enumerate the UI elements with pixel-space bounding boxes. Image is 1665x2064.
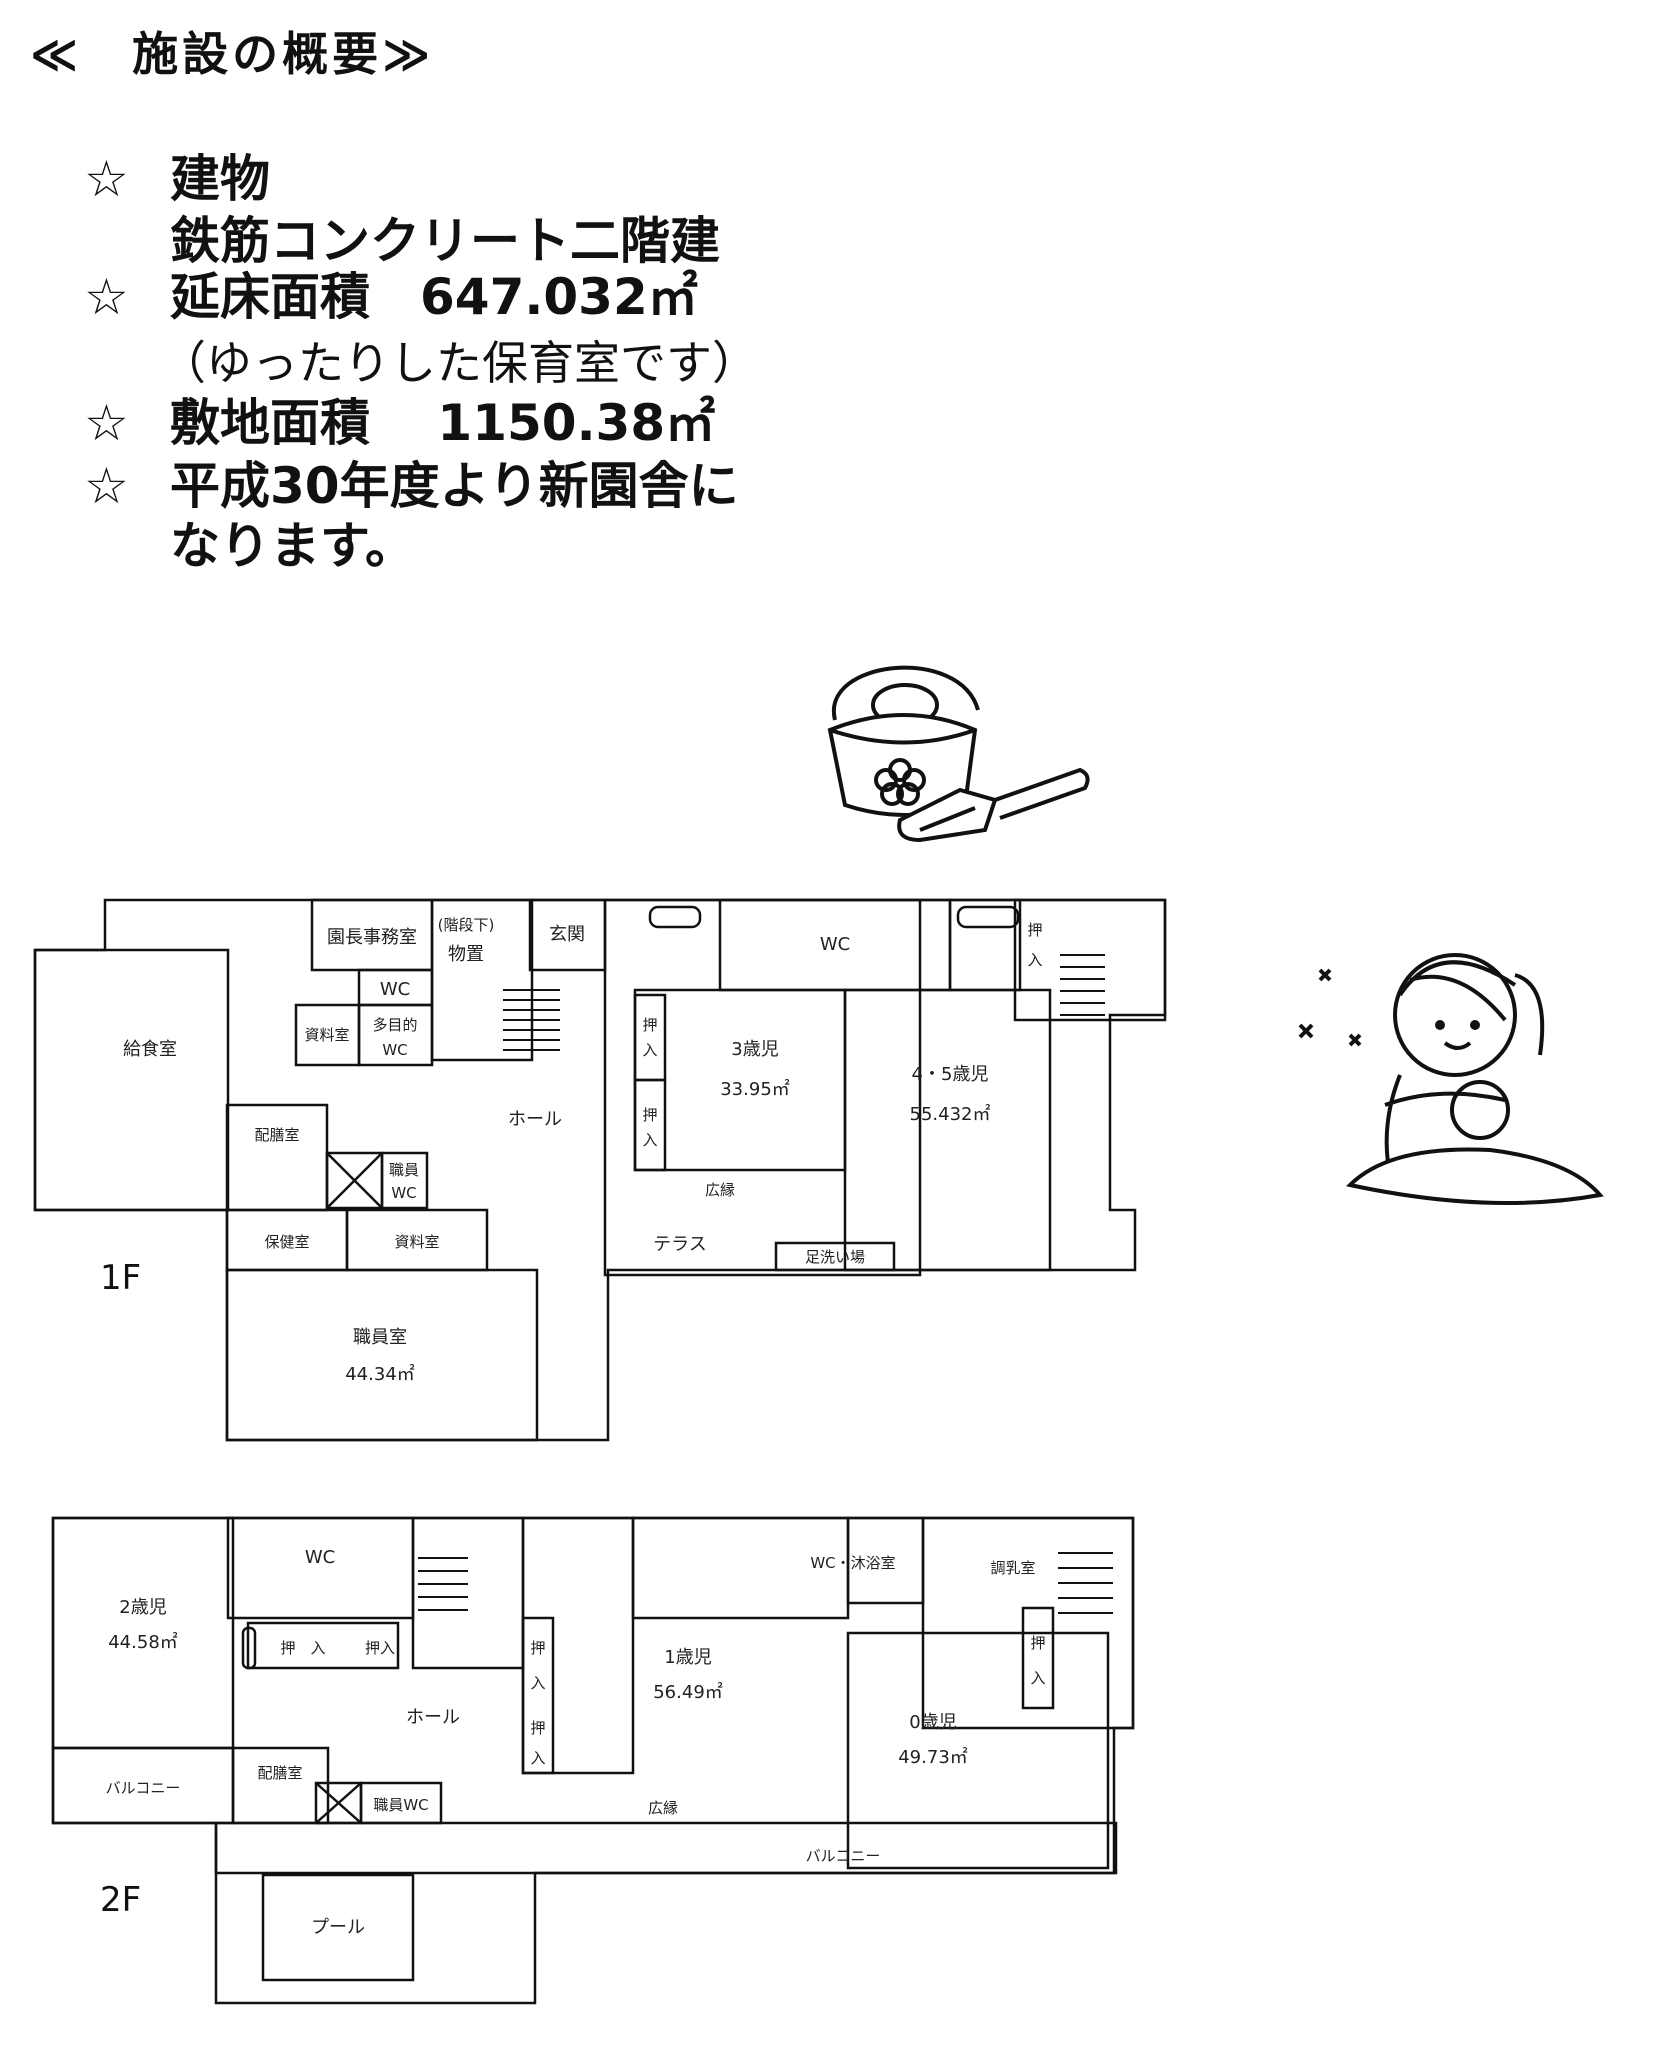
room-office: 園長事務室 bbox=[327, 927, 417, 948]
room-oshi: 押 bbox=[1027, 921, 1042, 939]
room-iri: 入 bbox=[1030, 1669, 1045, 1687]
room-hall: ホール bbox=[508, 1109, 562, 1130]
room-materials: 資料室 bbox=[304, 1026, 349, 1044]
building-label: 建物 bbox=[170, 150, 270, 208]
room-oshi-iri: 押 入 bbox=[280, 1639, 325, 1657]
room-age0-area: 49.73㎡ bbox=[898, 1746, 968, 1768]
room-wc-bath: WC・沐浴室 bbox=[810, 1554, 895, 1572]
room-wc-small: WC bbox=[380, 979, 410, 1000]
room-staff: 職員室 bbox=[353, 1327, 407, 1348]
floor-plan-1f: 給食室 園長事務室 (階段下) 物置 玄関 WC WC 資料室 多目的 WC 押… bbox=[30, 895, 1170, 1455]
room-entrance: 玄関 bbox=[549, 924, 585, 945]
floor-plan-2f: WC 2歳児 44.58㎡ 押 入 押入 押 入 押 入 押 入 1歳児 56.… bbox=[48, 1513, 1148, 2013]
girl-holding-baby-icon bbox=[1290, 925, 1620, 1219]
room-multi-wc-1: 多目的 bbox=[372, 1016, 417, 1034]
room-staff-area: 44.34㎡ bbox=[345, 1363, 415, 1385]
room-staff-wc: 職員WC bbox=[373, 1796, 428, 1814]
floor-area: 延床面積 647.032㎡ bbox=[170, 268, 698, 326]
room-iri: 入 bbox=[642, 1041, 657, 1059]
room-iri: 入 bbox=[530, 1674, 545, 1692]
room-oshi: 押 bbox=[530, 1719, 545, 1737]
floor-label-2f: 2F bbox=[100, 1880, 142, 1920]
room-age3: 3歳児 bbox=[731, 1039, 778, 1060]
new-building-line2: なります。 bbox=[170, 517, 415, 575]
star-icon: ☆ bbox=[84, 394, 129, 452]
room-age2-area: 44.58㎡ bbox=[108, 1631, 178, 1653]
room-staff-wc-2: WC bbox=[391, 1184, 416, 1202]
room-oshi: 押 bbox=[642, 1016, 657, 1034]
room-age1-area: 56.49㎡ bbox=[653, 1681, 723, 1703]
room-kitchen: 給食室 bbox=[123, 1039, 177, 1060]
room-stairs-storage-1: (階段下) bbox=[438, 916, 495, 934]
room-health: 保健室 bbox=[264, 1233, 309, 1251]
room-age3-area: 33.95㎡ bbox=[720, 1078, 790, 1100]
room-serving: 配膳室 bbox=[254, 1126, 299, 1144]
bucket-and-shovel-icon bbox=[810, 640, 1100, 854]
room-serving: 配膳室 bbox=[257, 1764, 302, 1782]
new-building-line1: 平成30年度より新園舎に bbox=[170, 457, 739, 515]
room-oshi: 押 bbox=[530, 1639, 545, 1657]
floor-label-1f: 1F bbox=[100, 1258, 142, 1298]
room-age45-area: 55.432㎡ bbox=[910, 1103, 991, 1125]
floor-area-note: （ゆったりした保育室です） bbox=[160, 336, 758, 390]
room-wc: WC bbox=[305, 1547, 335, 1568]
room-oshi: 押 bbox=[642, 1106, 657, 1124]
room-balcony: バルコニー bbox=[806, 1847, 881, 1865]
star-icon: ☆ bbox=[84, 150, 129, 208]
star-icon: ☆ bbox=[84, 268, 129, 326]
room-milk: 調乳室 bbox=[990, 1559, 1035, 1577]
room-age2: 2歳児 bbox=[119, 1597, 166, 1618]
room-staff-wc-1: 職員 bbox=[389, 1161, 419, 1179]
room-pool: プール bbox=[311, 1917, 365, 1938]
star-icon: ☆ bbox=[84, 457, 129, 515]
room-balcony-left: バルコニー bbox=[106, 1779, 181, 1797]
site-area: 敷地面積 1150.38㎡ bbox=[170, 394, 716, 452]
room-multi-wc-2: WC bbox=[382, 1041, 407, 1059]
room-stairs-storage-2: 物置 bbox=[448, 944, 484, 965]
building-value: 鉄筋コンクリート二階建 bbox=[170, 212, 720, 270]
room-materials2: 資料室 bbox=[394, 1233, 439, 1251]
room-oshi-iri2: 押入 bbox=[365, 1639, 395, 1657]
room-age45: 4・5歳児 bbox=[912, 1064, 989, 1085]
room-wc: WC bbox=[820, 934, 850, 955]
room-corridor: 広縁 bbox=[705, 1181, 735, 1199]
room-footwash: 足洗い場 bbox=[805, 1248, 865, 1266]
room-age0: 0歳児 bbox=[909, 1712, 956, 1733]
room-corridor: 広縁 bbox=[648, 1799, 678, 1817]
room-terrace: テラス bbox=[653, 1234, 707, 1255]
room-iri: 入 bbox=[1027, 951, 1042, 969]
room-iri: 入 bbox=[530, 1749, 545, 1767]
page-title: ≪ 施設の概要≫ bbox=[30, 27, 435, 81]
room-oshi: 押 bbox=[1030, 1634, 1045, 1652]
room-age1: 1歳児 bbox=[664, 1647, 711, 1668]
room-iri: 入 bbox=[642, 1131, 657, 1149]
room-hall: ホール bbox=[406, 1707, 460, 1728]
